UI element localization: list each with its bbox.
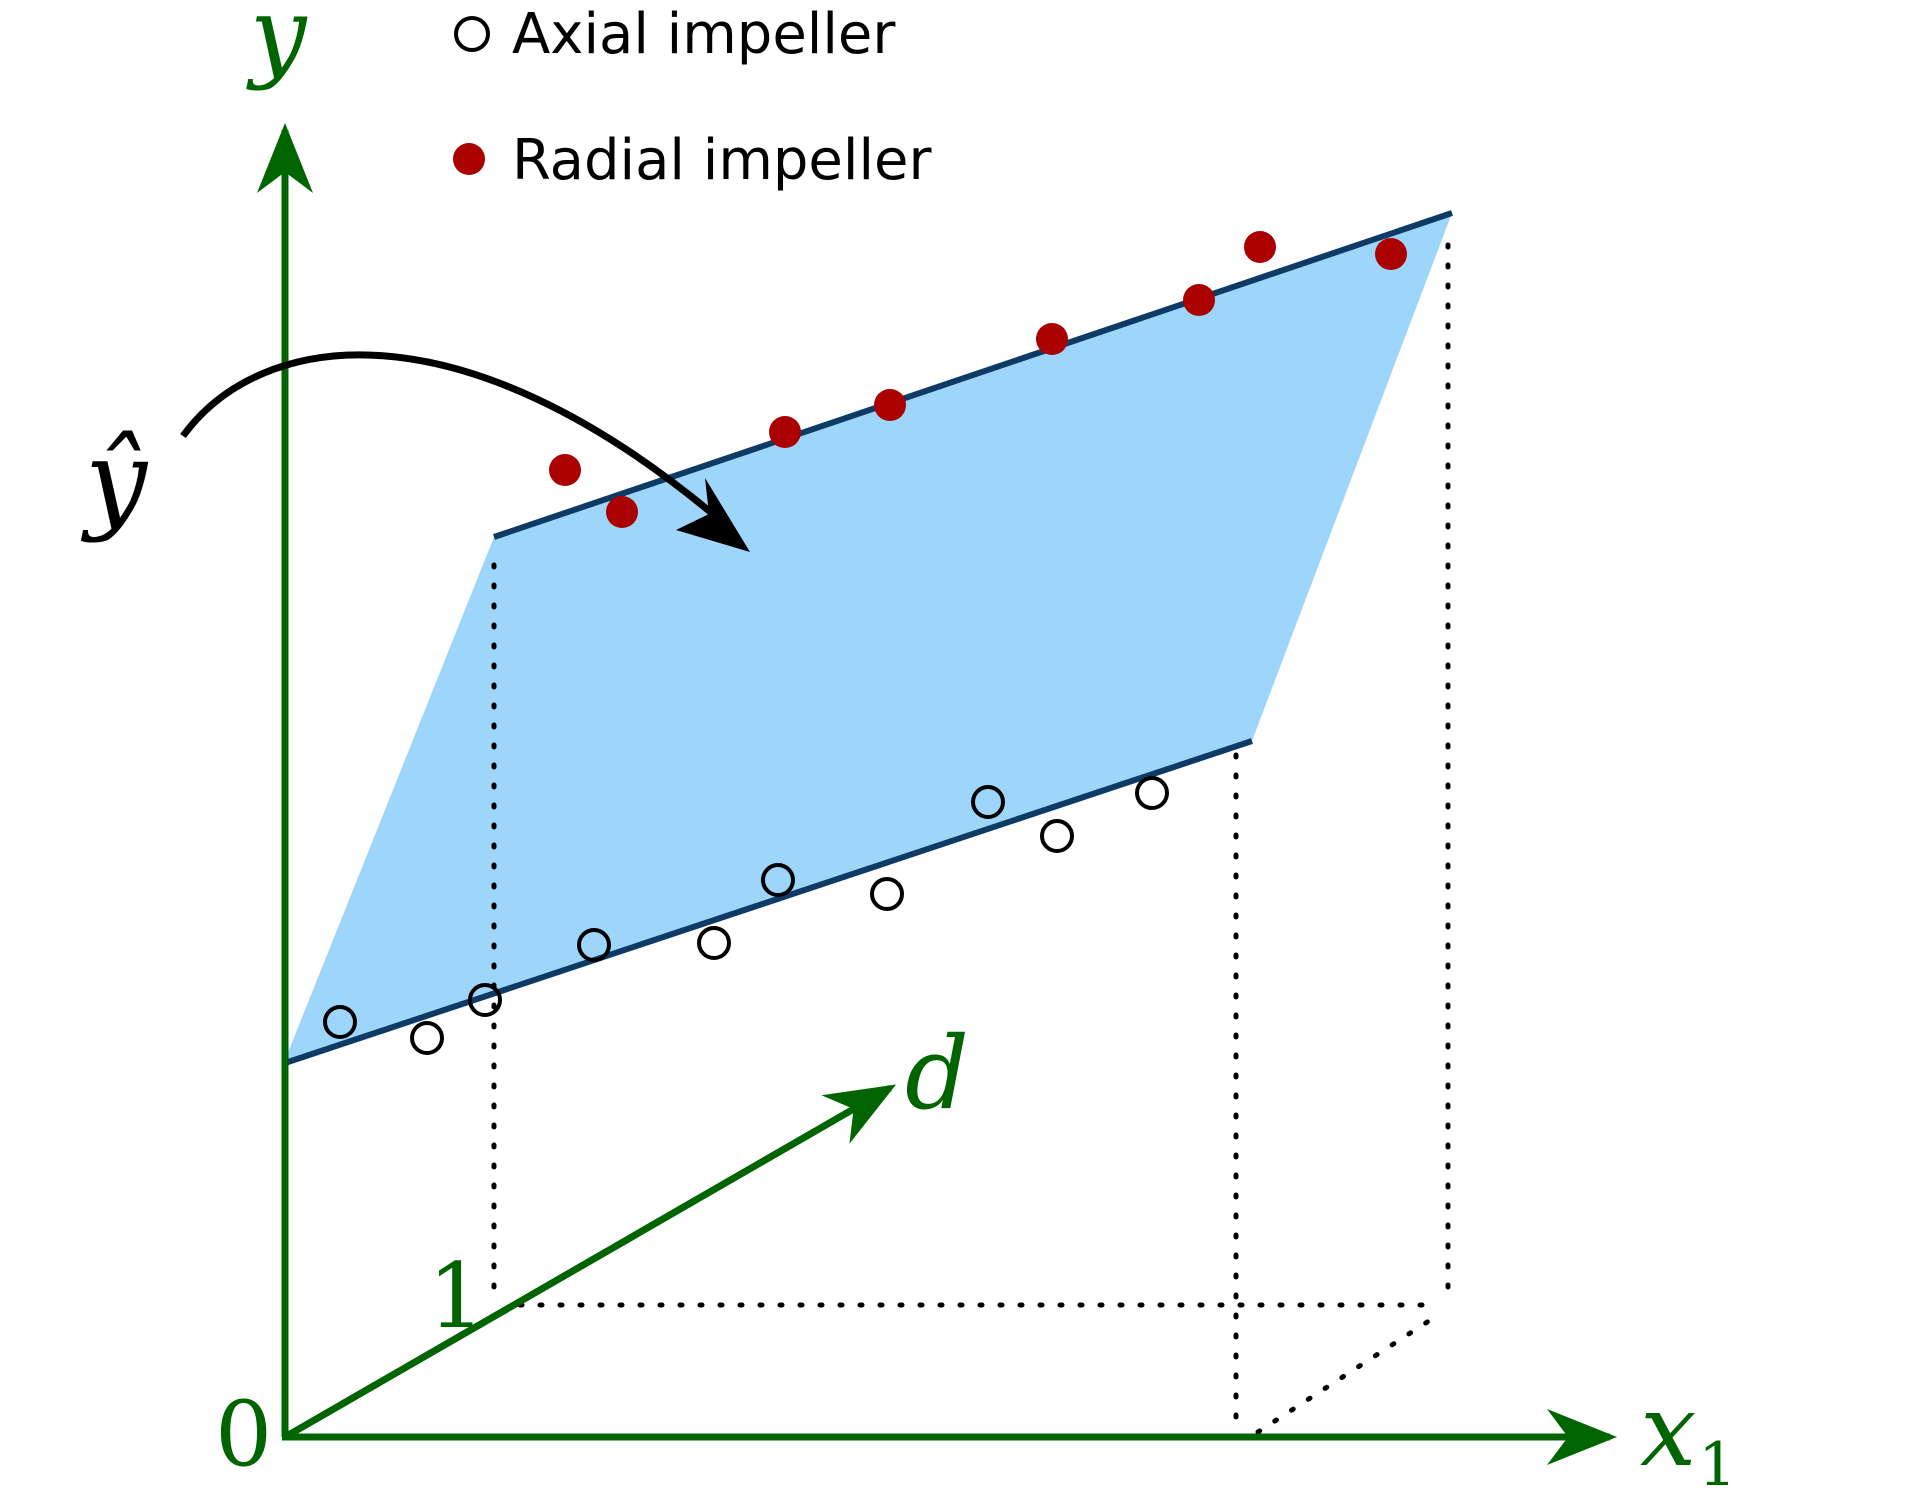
data-point (874, 389, 906, 421)
data-point (468, 983, 502, 1017)
data-point (971, 785, 1005, 819)
data-point (1135, 776, 1169, 810)
legend: Axial impeller Radial impeller (453, 2, 932, 193)
data-point (410, 1021, 444, 1055)
data-point (769, 416, 801, 448)
axial-impeller-points (323, 776, 1169, 1055)
data-point (1183, 284, 1215, 316)
data-point (1244, 231, 1276, 263)
data-point (323, 1005, 357, 1039)
origin-label: 0 (215, 1382, 272, 1487)
filled-circle-icon (453, 143, 485, 175)
data-point (761, 863, 795, 897)
data-point (606, 496, 638, 528)
open-circle-icon (454, 16, 490, 52)
legend-radial-label: Radial impeller (512, 128, 932, 193)
radial-fit-line (493, 210, 1453, 540)
d-axis-label: d (905, 1015, 969, 1132)
data-point (1375, 238, 1407, 270)
axial-fit-line (284, 738, 1253, 1066)
x1-axis-label: x1 (1640, 1372, 1737, 1490)
y-axis-label: y (246, 0, 308, 92)
one-tick-label: 1 (428, 1244, 485, 1349)
data-point (870, 877, 904, 911)
projection-guides (491, 242, 1451, 1438)
d-axis (283, 1084, 897, 1441)
curved-arrow-icon (180, 351, 750, 552)
radial-impeller-points (549, 231, 1407, 528)
fitted-plane (285, 213, 1452, 1060)
data-point (1036, 323, 1068, 355)
data-point (1040, 819, 1074, 853)
legend-axial-label: Axial impeller (512, 2, 896, 67)
yhat-label: ŷ (80, 416, 149, 544)
data-point (697, 926, 731, 960)
data-point (549, 454, 581, 486)
data-point (577, 928, 611, 962)
